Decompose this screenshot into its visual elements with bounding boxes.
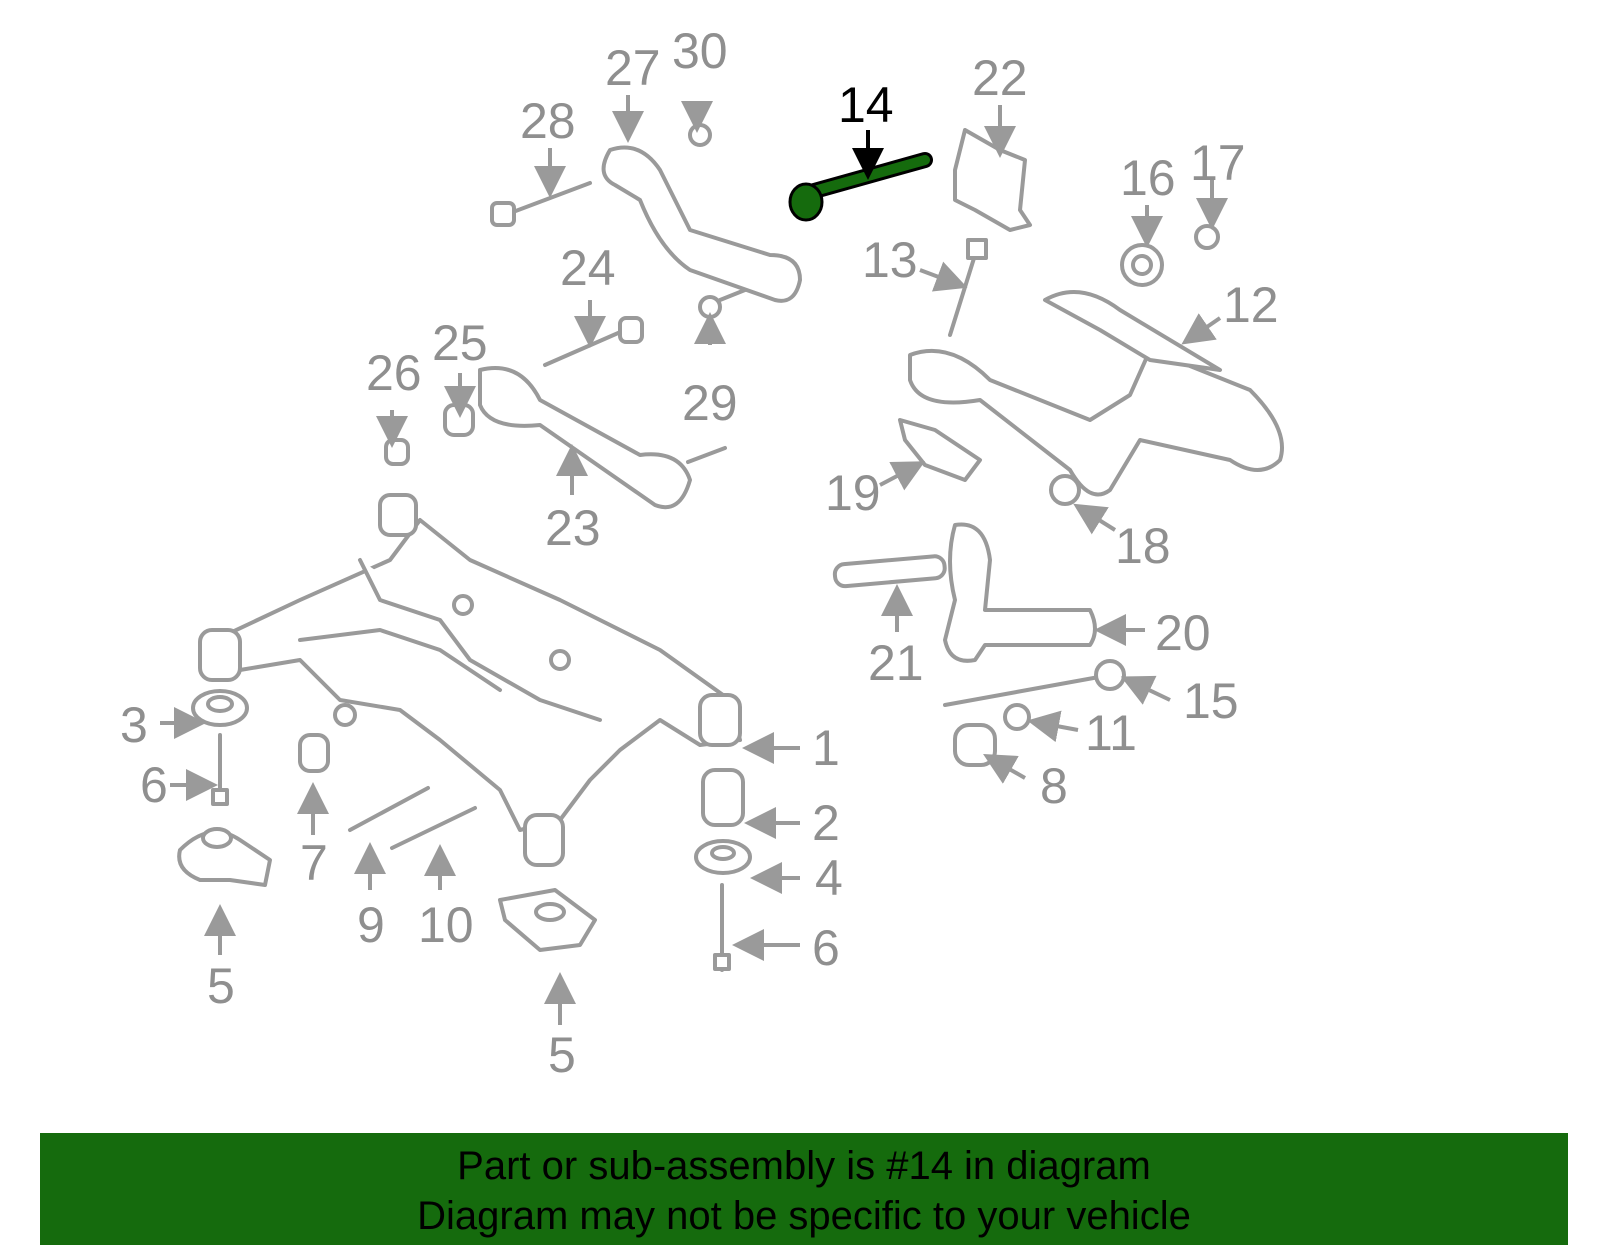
label-6: 6 bbox=[812, 920, 840, 976]
label-24: 24 bbox=[560, 240, 616, 296]
part-info-banner: Part or sub-assembly is #14 in diagram D… bbox=[40, 1133, 1568, 1245]
banner-line-2: Diagram may not be specific to your vehi… bbox=[417, 1194, 1191, 1238]
label-30: 30 bbox=[672, 23, 728, 79]
label-10: 10 bbox=[418, 897, 474, 953]
label-11: 11 bbox=[1085, 705, 1137, 761]
label-9: 9 bbox=[357, 897, 385, 953]
label-7: 7 bbox=[300, 835, 328, 891]
banner-line-1: Part or sub-assembly is #14 in diagram bbox=[457, 1144, 1151, 1188]
label-15: 15 bbox=[1183, 673, 1239, 729]
parts bbox=[177, 123, 1284, 972]
callout-arrows bbox=[160, 95, 1228, 1025]
label-13: 13 bbox=[862, 232, 918, 288]
label-6: 6 bbox=[140, 757, 168, 813]
label-5: 5 bbox=[207, 958, 235, 1014]
callout-labels: 1 2 3 4 5 5 6 6 7 8 9 10 11 12 13 14 15 … bbox=[120, 23, 1279, 1083]
label-18: 18 bbox=[1115, 518, 1171, 574]
label-4: 4 bbox=[815, 850, 843, 906]
label-1: 1 bbox=[812, 720, 840, 776]
label-16: 16 bbox=[1120, 150, 1176, 206]
label-29: 29 bbox=[682, 375, 738, 431]
label-8: 8 bbox=[1040, 758, 1068, 814]
label-5: 5 bbox=[548, 1027, 576, 1083]
label-14[interactable]: 14 bbox=[838, 77, 894, 133]
label-25: 25 bbox=[432, 315, 488, 371]
label-22: 22 bbox=[972, 50, 1028, 106]
label-12: 12 bbox=[1223, 277, 1279, 333]
part-14-bolt[interactable] bbox=[788, 152, 933, 222]
rear-subframe bbox=[198, 493, 742, 867]
label-17: 17 bbox=[1190, 135, 1246, 191]
label-28: 28 bbox=[520, 93, 576, 149]
label-26: 26 bbox=[366, 345, 422, 401]
label-2: 2 bbox=[812, 795, 840, 851]
label-20: 20 bbox=[1155, 605, 1211, 661]
label-23: 23 bbox=[545, 500, 601, 556]
label-19: 19 bbox=[825, 465, 881, 521]
label-3: 3 bbox=[120, 697, 148, 753]
label-27: 27 bbox=[605, 40, 661, 96]
label-21: 21 bbox=[868, 635, 924, 691]
